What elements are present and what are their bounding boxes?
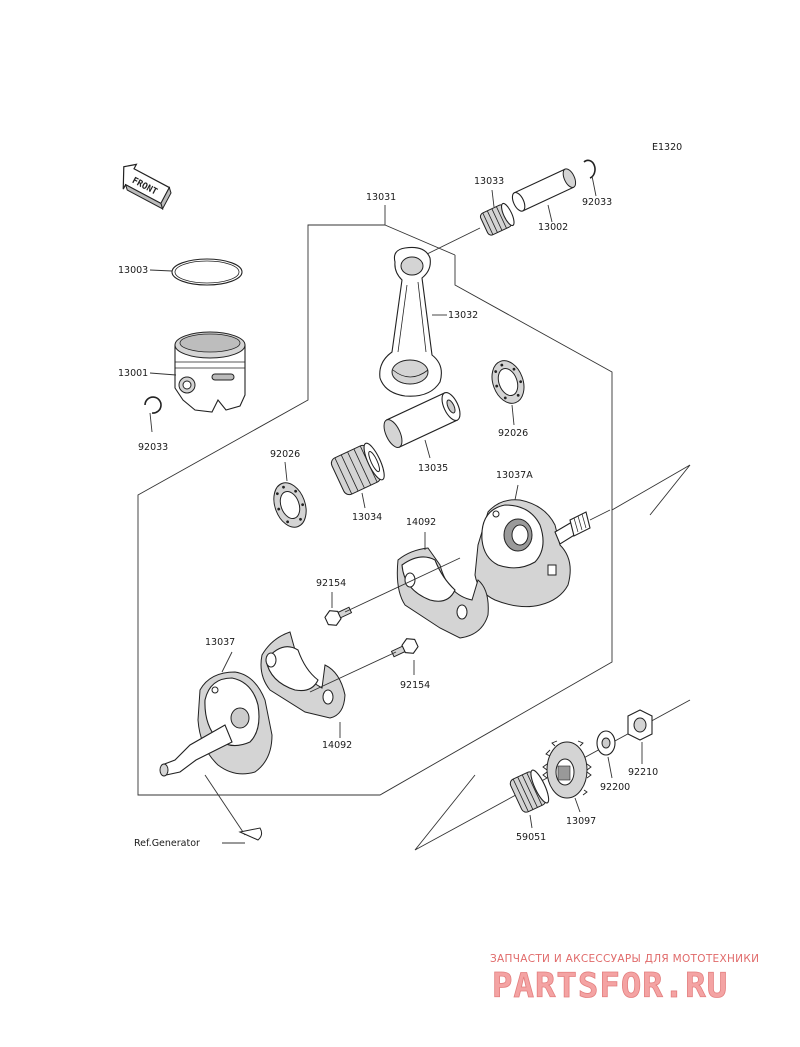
callout-13037A: 13037A: [496, 470, 533, 481]
watermark-tagline: ЗАПЧАСТИ И АКСЕССУАРЫ ДЛЯ МОТОТЕХНИКИ: [490, 953, 759, 965]
thrust-washer-left: [273, 482, 307, 528]
outline-link: [384, 224, 456, 256]
crank-pin: [383, 392, 461, 448]
piston-pin-clip-left: [144, 396, 162, 414]
callout-13031: 13031: [366, 192, 396, 203]
callout-13032: 13032: [448, 310, 478, 321]
callout-92026-left: 92026: [270, 449, 300, 460]
small-end-needle-bearing: [479, 202, 515, 236]
callout-59051: 59051: [516, 832, 546, 843]
crank-counterweight-right: [396, 547, 489, 639]
callout-13001: 13001: [118, 368, 148, 379]
callout-13034: 13034: [352, 512, 382, 523]
callout-92154-bottom: 92154: [400, 680, 430, 691]
conrod-assembly-outline: [137, 224, 613, 796]
ref-generator-label: Ref.Generator: [134, 838, 200, 849]
callout-92033-right: 92033: [582, 197, 612, 208]
callout-13002: 13002: [538, 222, 568, 233]
callout-13037: 13037: [205, 637, 235, 648]
callout-13003: 13003: [118, 265, 148, 276]
diagram-code: E1320: [652, 142, 682, 153]
callout-13035: 13035: [418, 463, 448, 474]
crankshaft-half-right: [474, 499, 591, 608]
crank-nut: [627, 709, 653, 741]
callout-92154-top: 92154: [316, 578, 346, 589]
crank-bolt-upper: [324, 606, 353, 626]
callout-13097: 13097: [566, 816, 596, 827]
crank-bolt-lower: [390, 638, 419, 658]
crankshaft-gear: [542, 740, 592, 799]
connecting-rod: [379, 246, 442, 397]
callout-14092-bottom: 14092: [322, 740, 352, 751]
gear-washer: [596, 730, 616, 756]
callout-13033: 13033: [474, 176, 504, 187]
crankshaft-half-left: [159, 671, 273, 777]
callout-92210: 92210: [628, 767, 658, 778]
piston-pin: [511, 168, 577, 212]
callout-14092-top: 14092: [406, 517, 436, 528]
piston-ring: [171, 258, 243, 286]
gear-needle-bearing: [509, 769, 550, 813]
callout-92200: 92200: [600, 782, 630, 793]
front-arrow-icon: FRONT: [122, 163, 172, 211]
callout-92026-right: 92026: [498, 428, 528, 439]
crank-right-outline: [611, 464, 691, 516]
watermark-logo: PARTSFOR.RU: [492, 966, 728, 1006]
big-end-needle-bearing: [330, 442, 385, 496]
crank-counterweight-left: [260, 631, 346, 719]
piston-pin-clip-right: [583, 159, 596, 179]
thrust-washer-right: [491, 360, 525, 404]
piston: [174, 331, 246, 413]
callout-92033-left: 92033: [138, 442, 168, 453]
